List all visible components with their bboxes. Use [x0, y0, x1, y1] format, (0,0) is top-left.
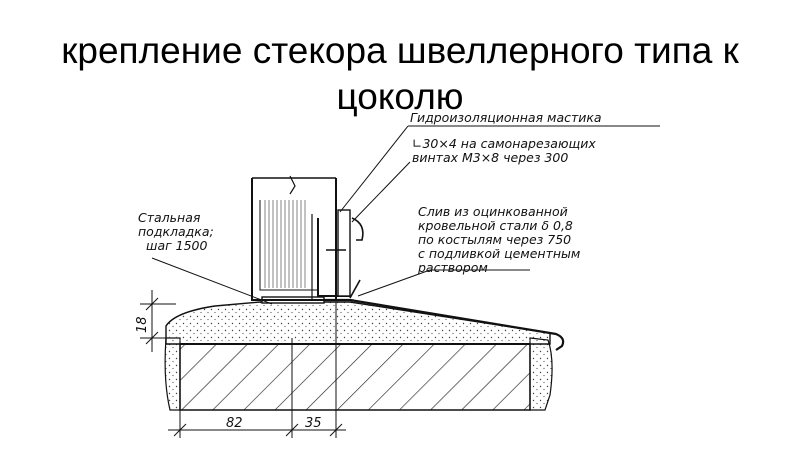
mastic-label: Гидроизоляционная мастика: [410, 110, 602, 125]
drain-flashing: [262, 298, 565, 351]
drain-label-line1: Слив из оцинкованной: [418, 204, 568, 219]
dimension-chain: [168, 302, 346, 438]
drain-label-line4: с подливкой цементным: [418, 246, 580, 261]
dimension-18-label: 18: [135, 316, 150, 333]
drain-label-line5: раствором: [417, 260, 488, 275]
drain-label-line2: кровельной стали δ 0,8: [418, 218, 573, 233]
steel-angle: [311, 209, 364, 301]
angle-label-line1: ∟30×4 на самонарезающих: [412, 136, 596, 151]
brick-plinth: [179, 343, 531, 411]
pad-label-line2: подкладка;: [138, 224, 214, 239]
pad-label-line1: Стальная: [138, 210, 201, 225]
dimension-35-label: 35: [305, 416, 322, 431]
drain-label-line3: по костылям через 750: [418, 232, 571, 247]
cement-screed: [165, 301, 551, 345]
left-plaster: [164, 337, 181, 411]
pad-label-line3: шаг 1500: [146, 238, 207, 253]
right-plaster: [529, 337, 553, 411]
channel-profile: [251, 175, 337, 301]
dimension-18: [140, 290, 176, 352]
slide-title: крепление стекора швеллерного типа к цок…: [61, 30, 739, 117]
dimension-82-label: 82: [226, 416, 243, 431]
leader-lines: [151, 125, 660, 305]
angle-label-line2: винтах М3×8 через 300: [412, 150, 568, 165]
